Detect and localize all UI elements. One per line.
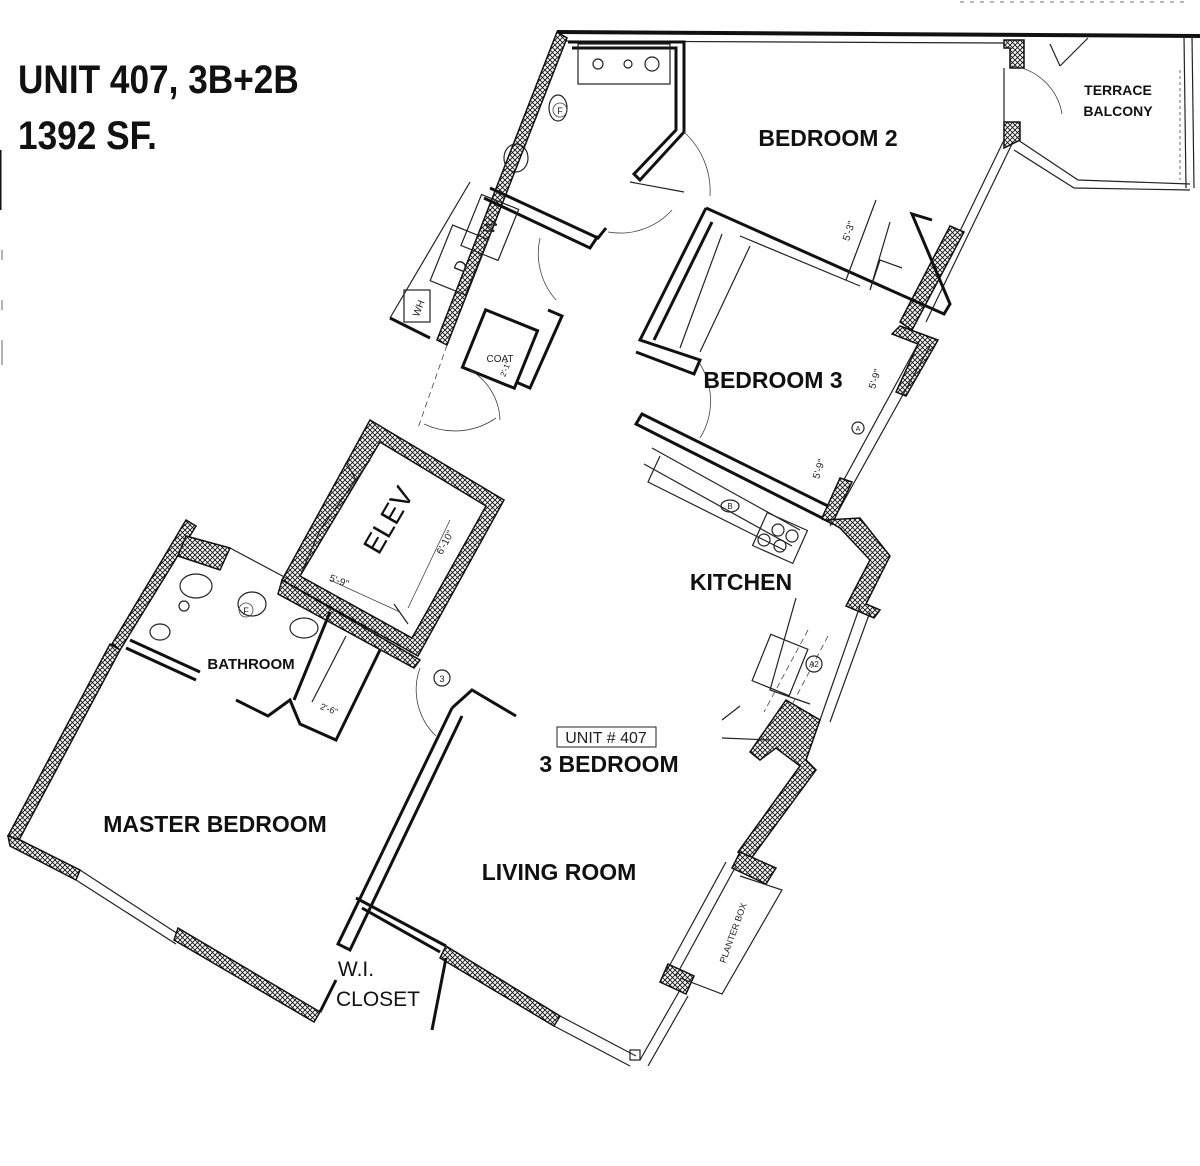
dim-bed3-closet-a: 5'-9" (867, 368, 884, 391)
fridge-label: F (557, 106, 563, 116)
page-edge-marks (0, 1, 1190, 365)
dim-bed2-closet: 5'-3" (841, 220, 858, 243)
range-tag: B (727, 502, 732, 511)
master-bedroom-label: MASTER BEDROOM (103, 811, 327, 837)
elevator-shaft (280, 418, 506, 658)
dim-elev-width: 5'-9" (328, 573, 351, 590)
elevator-label: ELEV (357, 481, 420, 559)
oven-tag: A2 (809, 660, 819, 669)
bath-fridge-label: F (243, 606, 249, 616)
unit-area: 1392 SF. (18, 114, 157, 158)
dim-bed3-closet-b: 5'-9" (811, 458, 828, 481)
unit-tag-box (556, 726, 657, 748)
washer-label: W (481, 216, 503, 237)
bedroom3-label: BEDROOM 3 (703, 367, 842, 393)
bathroom-label: BATHROOM (207, 656, 294, 673)
terrace-label-line1: TERRACE (1084, 82, 1152, 98)
bedroom-count-label: 3 BEDROOM (539, 751, 678, 777)
coat-closet-label: COAT (486, 354, 513, 365)
water-heater-label: WH (411, 299, 427, 319)
bathtub-top (577, 43, 671, 85)
dim-bath-closet: 2'-6" (319, 701, 339, 717)
unit-title: UNIT 407, 3B+2B (18, 58, 299, 102)
walk-in-closet-line1: W.I. (338, 958, 374, 981)
unit-tag: UNIT # 407 (565, 730, 647, 747)
north-wing-walls (389, 30, 1200, 432)
door-tag: 3 (439, 674, 444, 684)
master-bath-walls (111, 518, 451, 742)
dim-elev-depth: 6'-10" (435, 529, 457, 557)
water-heater (403, 289, 431, 323)
walk-in-closet-line2: CLOSET (336, 988, 420, 1011)
kitchen-label: KITCHEN (690, 569, 792, 595)
kitchen-walls (643, 447, 891, 723)
master-living-walls (7, 642, 689, 1067)
living-room-label: LIVING ROOM (482, 859, 637, 885)
bedroom3-tag: A (856, 426, 861, 433)
terrace-label-line2: BALCONY (1083, 103, 1153, 119)
bedroom2-label: BEDROOM 2 (758, 125, 897, 151)
east-wall (659, 699, 821, 995)
